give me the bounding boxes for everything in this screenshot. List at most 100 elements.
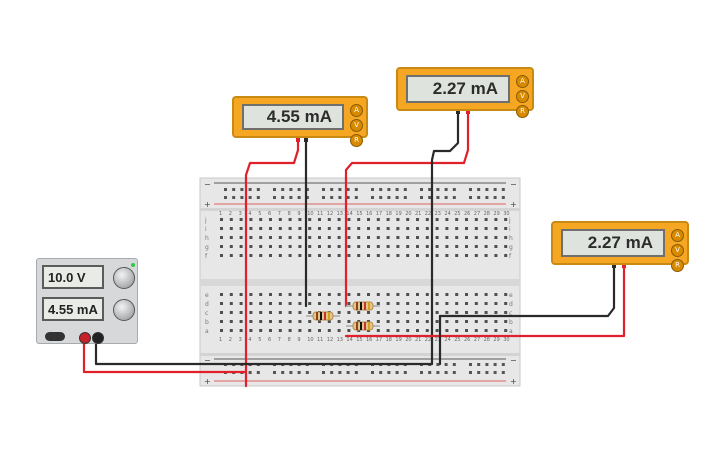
column-label: 11 (317, 211, 323, 217)
breadboard-hole (229, 245, 233, 248)
column-label: 1 (219, 211, 222, 217)
breadboard-hole (298, 254, 302, 257)
ammeter-mode-v-button[interactable]: V (350, 119, 363, 132)
probe-tip[interactable] (304, 136, 308, 142)
breadboard-hole (455, 254, 459, 257)
breadboard-hole (308, 254, 312, 257)
breadboard-hole (425, 245, 429, 248)
positive-terminal[interactable] (79, 332, 91, 344)
breadboard-hole (357, 218, 361, 221)
breadboard-hole (249, 329, 253, 332)
ammeter-left-display: 4.55 mA (242, 104, 344, 130)
breadboard-hole (425, 320, 429, 323)
ammeter-mode-a-button[interactable]: A (350, 104, 363, 117)
wire-psu-positive[interactable] (82, 328, 248, 374)
breadboard-hole (474, 329, 478, 332)
breadboard-hole (455, 245, 459, 248)
breadboard-hole (308, 311, 312, 314)
row-label: h (205, 235, 209, 242)
probe-tip[interactable] (612, 262, 616, 268)
negative-terminal[interactable] (92, 332, 104, 344)
ammeter-left[interactable]: 4.55 mA A V R (232, 96, 368, 147)
breadboard-hole (455, 227, 459, 230)
breadboard-hole (474, 293, 478, 296)
wire-top-meter-red[interactable] (344, 110, 470, 308)
ammeter-mode-v-button[interactable]: V (516, 90, 529, 103)
breadboard-hole (494, 329, 498, 332)
column-label: 10 (307, 337, 313, 343)
wire-left-meter-red[interactable] (244, 138, 300, 374)
breadboard-hole (445, 311, 449, 314)
voltage-knob[interactable] (113, 267, 135, 289)
breadboard-hole (474, 245, 478, 248)
probe-tip[interactable] (456, 108, 460, 114)
breadboard-hole (406, 227, 410, 230)
breadboard-hole (239, 236, 243, 239)
rail-sign-label: − (204, 356, 211, 365)
wires-layer (82, 108, 626, 388)
breadboard-hole (288, 227, 292, 230)
breadboard-hole (220, 254, 223, 257)
breadboard-hole (288, 302, 292, 305)
resistor-band (368, 302, 370, 310)
breadboard-hole (396, 293, 400, 296)
breadboard-hole (474, 302, 478, 305)
column-label: 16 (366, 337, 372, 343)
breadboard-hole (445, 245, 449, 248)
probe-tip[interactable] (466, 108, 470, 114)
ammeter-mode-r-button[interactable]: R (516, 105, 529, 118)
probe-tip[interactable] (296, 136, 300, 142)
ammeter-mode-a-button[interactable]: A (671, 229, 684, 242)
wire-top-meter-black[interactable] (430, 110, 460, 366)
rail-hole (289, 371, 293, 374)
breadboard-hole (494, 254, 498, 257)
rail-hole (305, 196, 309, 199)
breadboard-hole (220, 245, 223, 248)
ammeter-right-display: 2.27 mA (561, 229, 665, 257)
breadboard-hole (239, 245, 243, 248)
breadboard-hole (259, 227, 263, 230)
breadboard-hole (406, 311, 410, 314)
ammeter-top[interactable]: 2.27 mA A V R (396, 67, 534, 118)
row-label: c (509, 310, 512, 317)
breadboard-hole (465, 311, 468, 314)
column-label: 2 (229, 211, 232, 217)
breadboard-hole (249, 254, 253, 257)
wire-right-meter-red[interactable] (344, 264, 626, 338)
breadboard-hole (455, 302, 459, 305)
breadboard-hole (445, 329, 449, 332)
power-supply[interactable]: 10.0 V 4.55 mA (36, 258, 138, 344)
breadboard-hole (367, 218, 370, 221)
column-label: 16 (366, 211, 372, 217)
breadboard-hole (376, 218, 380, 221)
ammeter-mode-v-button[interactable]: V (671, 244, 684, 257)
column-label: 24 (444, 211, 450, 217)
breadboard-hole (318, 236, 321, 239)
power-switch[interactable] (45, 332, 65, 341)
ammeter-mode-r-button[interactable]: R (350, 134, 363, 147)
row-label: i (205, 226, 207, 233)
breadboard-hole (494, 236, 498, 239)
breadboard-hole (376, 236, 380, 239)
current-knob[interactable] (113, 299, 135, 321)
row-label: h (509, 235, 513, 242)
breadboard-hole (465, 254, 468, 257)
breadboard-hole (484, 302, 488, 305)
breadboard-hole (396, 311, 400, 314)
breadboard-hole (416, 302, 419, 305)
breadboard-hole (249, 245, 253, 248)
breadboard-hole (396, 329, 400, 332)
breadboard-hole (347, 218, 351, 221)
breadboard-hole (435, 293, 439, 296)
breadboard-hole (337, 320, 341, 323)
wire-right-meter-black[interactable] (438, 264, 616, 318)
ammeter-right[interactable]: 2.27 mA A V R (551, 221, 689, 272)
ammeter-top-mode-buttons: A V R (516, 75, 529, 118)
ammeter-mode-a-button[interactable]: A (516, 75, 529, 88)
probe-tip[interactable] (622, 262, 626, 268)
rail-hole (387, 371, 391, 374)
ammeter-mode-r-button[interactable]: R (671, 259, 684, 272)
rail-hole (387, 188, 391, 191)
